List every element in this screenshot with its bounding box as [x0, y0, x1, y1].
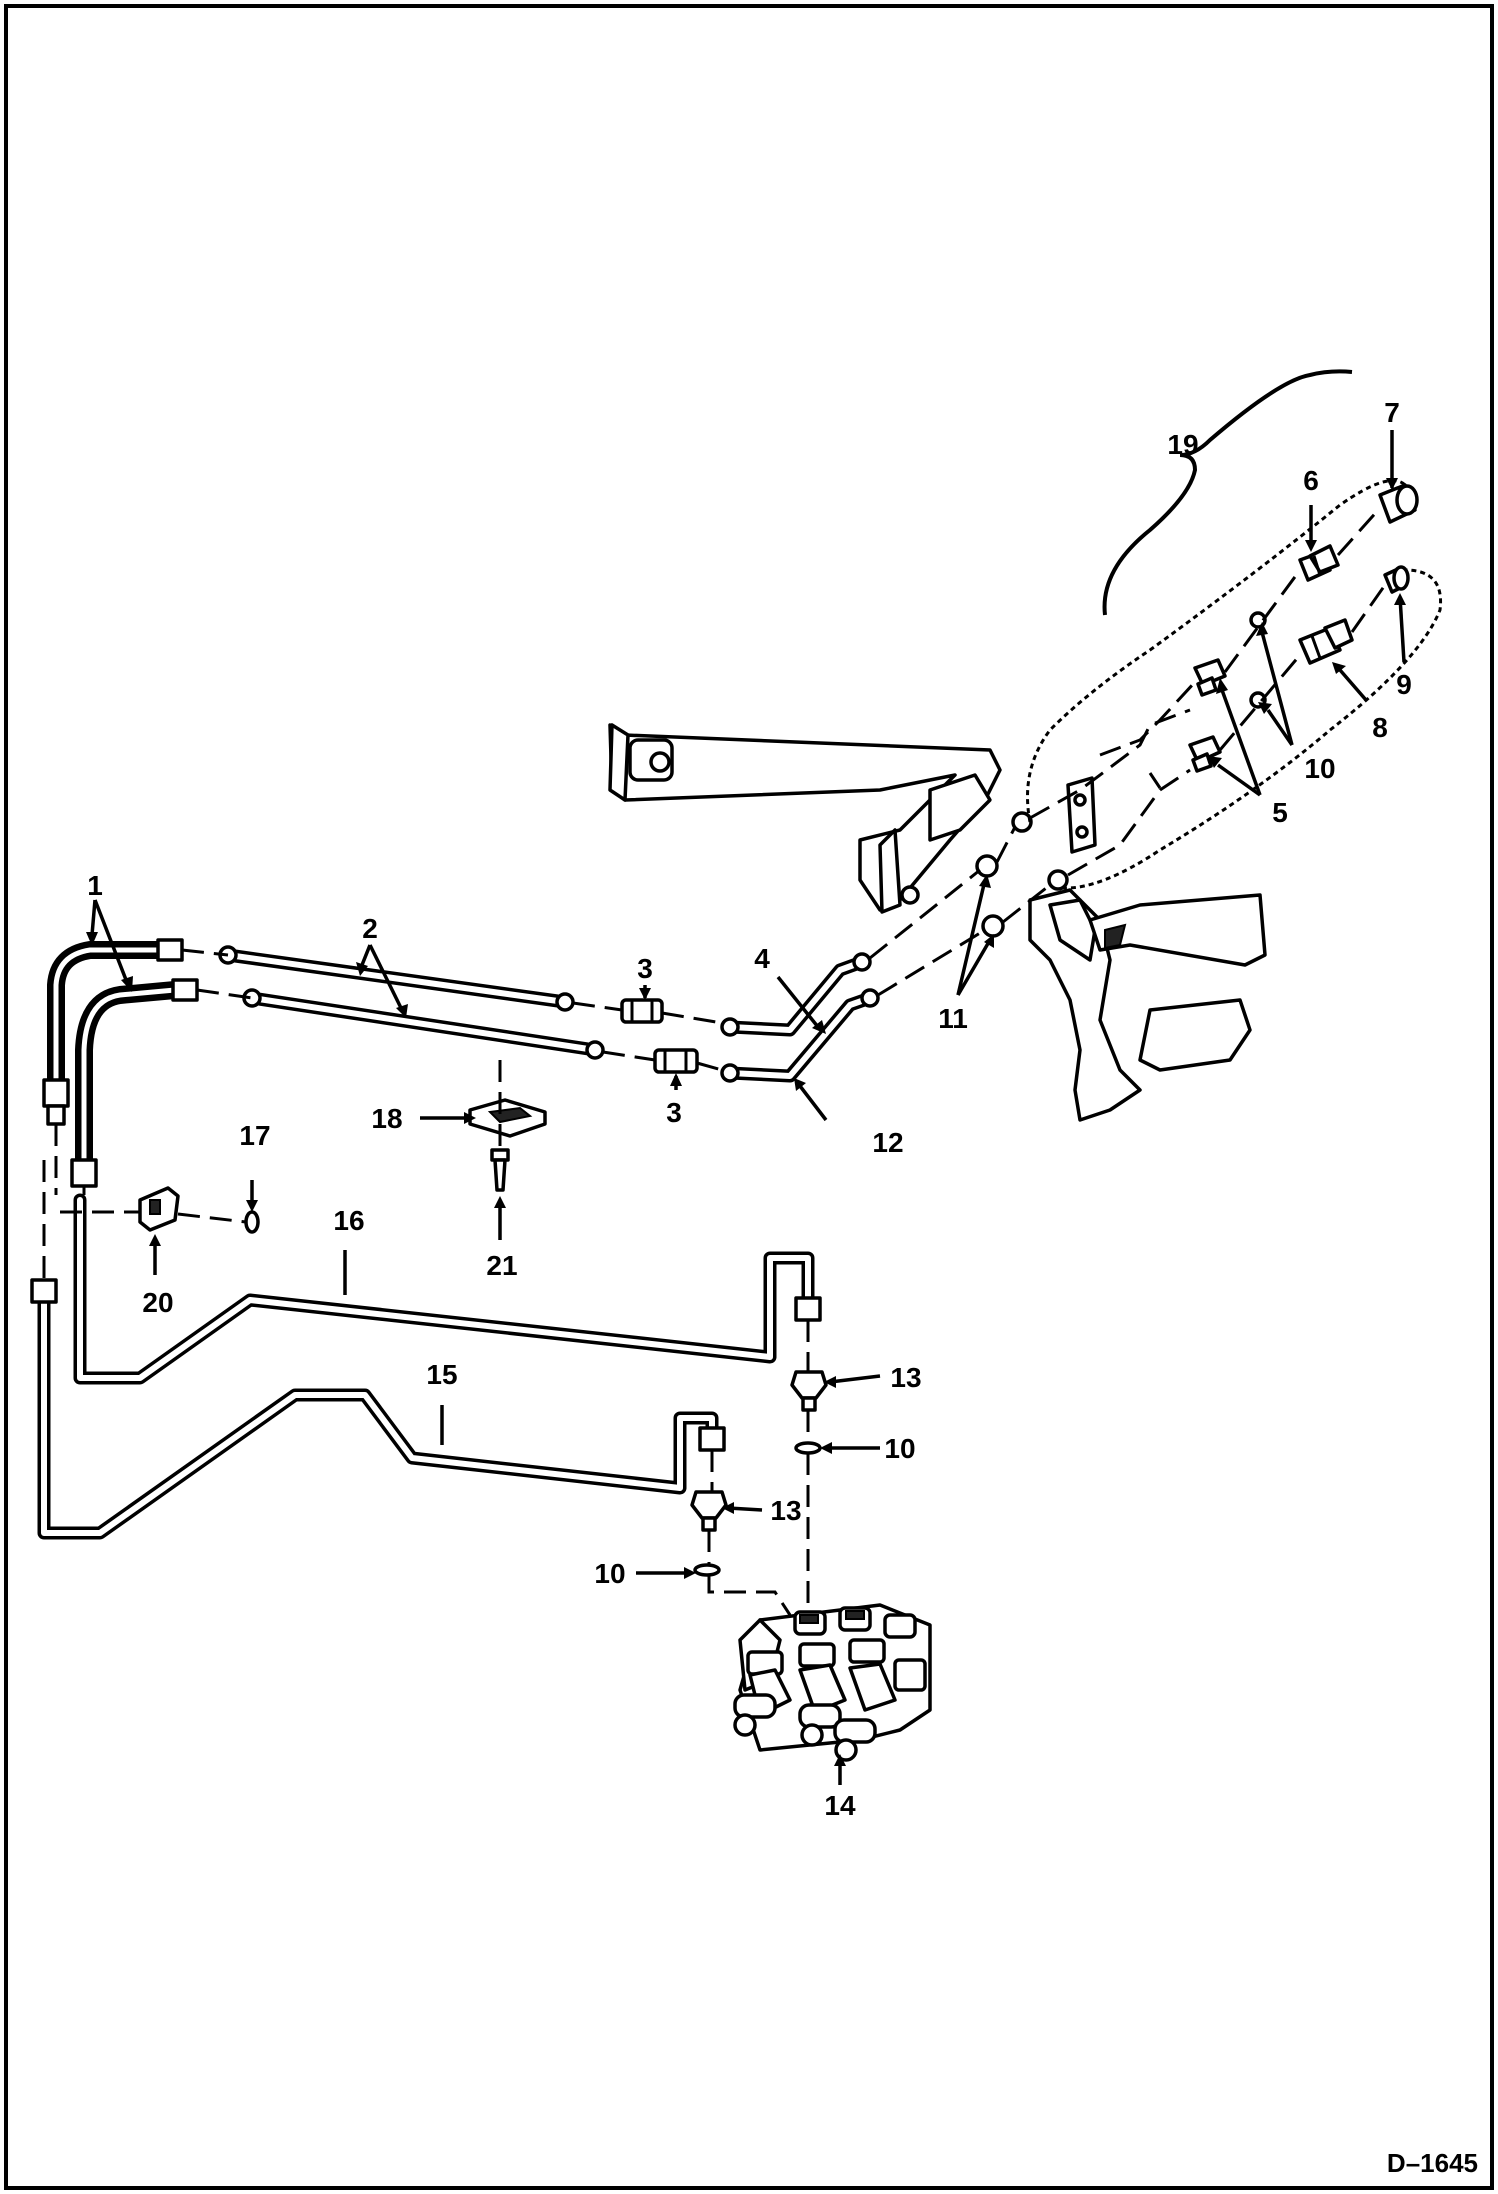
callout-13-lower: 13 [770, 1495, 801, 1526]
loader-tower [1028, 888, 1267, 1122]
leader-lines [86, 430, 1406, 1785]
nut-17 [244, 1210, 260, 1234]
clamp-20 [138, 1186, 180, 1232]
dust-plug-9 [1383, 565, 1410, 594]
fitting-5-lower [1188, 735, 1222, 773]
hydraulic-hose-lower [70, 978, 199, 1188]
hydraulic-hose-upper [42, 938, 184, 1126]
callout-14: 14 [824, 1790, 856, 1821]
callout-15: 15 [426, 1359, 457, 1390]
callout-5: 5 [1272, 797, 1288, 828]
tether-chain-lower [1061, 568, 1443, 890]
callout-7: 7 [1384, 397, 1400, 428]
callout-13-upper: 13 [890, 1362, 921, 1393]
callout-19: 19 [1167, 429, 1198, 460]
tube-15 [30, 1278, 726, 1540]
screw-21 [490, 1060, 510, 1192]
tube-4 [720, 952, 872, 1037]
callout-10-lower: 10 [594, 1558, 625, 1589]
control-valve-14 [733, 1603, 932, 1762]
o-ring-10-lower [693, 1563, 721, 1577]
tube-clamp-18 [468, 1098, 547, 1138]
callout-10-coupler: 10 [1304, 753, 1335, 784]
coupler-6 [1298, 544, 1340, 582]
callout-16: 16 [333, 1205, 364, 1236]
fitting-5-upper [1193, 658, 1227, 697]
callout-1: 1 [87, 870, 103, 901]
coupler-lower [653, 1048, 699, 1074]
bulkhead-nut-11-upper [975, 854, 999, 878]
bracket-plate [1066, 776, 1097, 854]
loader-arm [608, 723, 1002, 914]
coupler-upper [620, 998, 664, 1024]
callout-11: 11 [938, 1003, 968, 1034]
tube-12 [720, 988, 880, 1083]
assembly-lines [42, 507, 1387, 1616]
tube-lower [242, 988, 605, 1060]
callout-10-upper: 10 [884, 1433, 915, 1464]
washer-lower [1047, 869, 1069, 891]
callout-18: 18 [371, 1103, 402, 1134]
callout-9: 9 [1396, 669, 1412, 700]
callout-8: 8 [1372, 712, 1388, 743]
coupler-8 [1298, 618, 1354, 665]
callout-3-upper: 3 [637, 953, 653, 984]
dust-cap-7 [1378, 483, 1419, 524]
drawing-code: D–1645 [1387, 2148, 1478, 2178]
callout-12: 12 [872, 1127, 903, 1158]
callout-21: 21 [486, 1250, 517, 1281]
fitting-13-upper [790, 1370, 828, 1412]
callout-4: 4 [754, 943, 770, 974]
page-border [4, 4, 1494, 2190]
o-ring-10-upper [794, 1441, 822, 1455]
callout-20: 20 [142, 1287, 173, 1318]
callout-6: 6 [1303, 465, 1319, 496]
washer-upper [1011, 811, 1033, 833]
callout-labels: 1 2 3 3 4 5 6 7 8 9 10 10 10 11 12 13 13… [87, 397, 1412, 1821]
tube-16 [73, 1193, 822, 1385]
kit-brace-19 [1102, 369, 1353, 616]
tether-chain-upper [1026, 479, 1407, 823]
callout-3-lower: 3 [666, 1097, 682, 1128]
fitting-13-lower [690, 1490, 728, 1532]
bulkhead-nut-11-lower [981, 914, 1005, 938]
callout-2: 2 [362, 913, 378, 944]
callout-17: 17 [239, 1120, 270, 1151]
